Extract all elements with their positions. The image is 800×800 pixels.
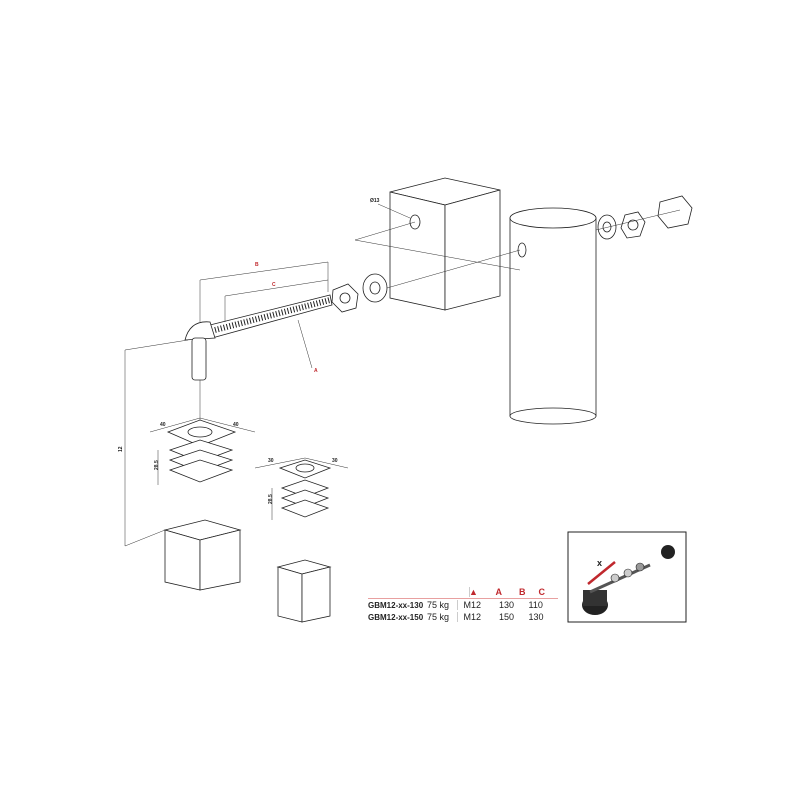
hole-diameter-label: Ø13 <box>370 198 380 204</box>
dimension-a-label: A <box>314 368 318 374</box>
insert-30 <box>278 459 332 518</box>
round-post <box>509 207 597 425</box>
square-tube-30 <box>276 559 332 623</box>
insert-30-width-label: 30 <box>268 458 274 464</box>
insert-40-height-label: 28.5 <box>154 460 160 470</box>
hinge-bolt <box>184 294 333 381</box>
weight-icon: ▲ <box>407 586 478 597</box>
insert-30-height-label: 28.5 <box>268 494 274 504</box>
left-nut-washer <box>331 273 388 313</box>
header-b: B <box>518 586 526 597</box>
table-row: GBM12-xx-150 75 kg M12 150 130 <box>368 612 544 622</box>
insert-30-depth-label: 30 <box>332 458 338 464</box>
right-washers-nuts <box>597 195 693 240</box>
spec-table: ▲ A B C GBM12-xx-130 75 kg M12 130 110 G… <box>368 585 558 623</box>
header-a: A <box>495 586 503 597</box>
inset-x-label: x <box>597 558 602 568</box>
insert-40-width-label: 40 <box>160 422 166 428</box>
height-label: 12 <box>118 446 124 452</box>
header-c: C <box>538 586 545 597</box>
installation-inset: x <box>567 531 687 623</box>
insert-40-depth-label: 40 <box>233 422 239 428</box>
table-header: ▲ A B C <box>368 585 558 599</box>
square-tube-40 <box>163 519 242 591</box>
insert-40 <box>166 419 237 483</box>
dimension-c-label: C <box>272 282 276 288</box>
square-post <box>389 177 501 311</box>
table-row: GBM12-xx-130 75 kg M12 130 110 <box>368 600 543 610</box>
dimension-b-label: B <box>255 262 259 268</box>
